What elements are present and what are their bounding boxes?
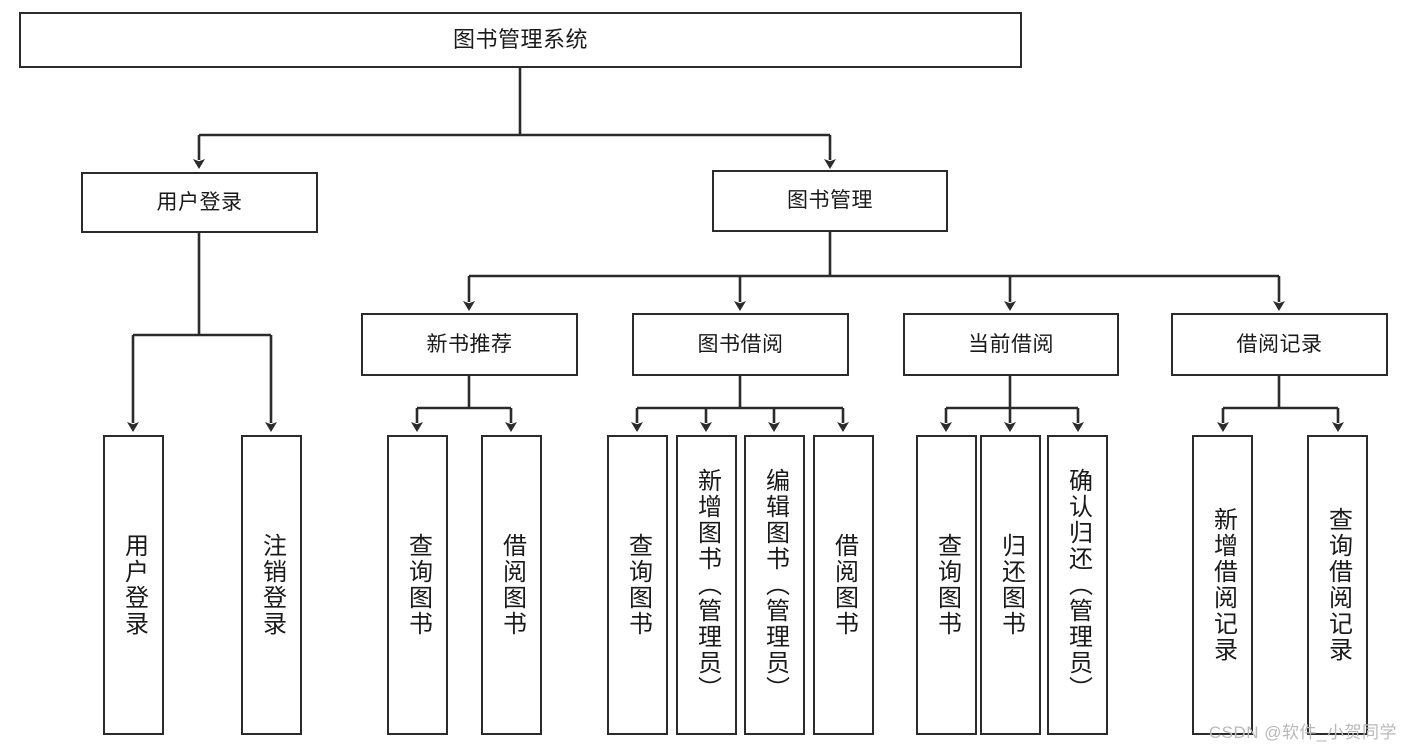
node-user-login[interactable]: 用户登录 bbox=[81, 172, 318, 233]
node-label: 用户登录 bbox=[120, 533, 148, 637]
csdn-watermark: CSDN @软件_小贺同学 bbox=[1208, 723, 1397, 742]
leaf-borrow-book-2[interactable]: 借阅图书 bbox=[813, 435, 874, 735]
node-label: 查询图书 bbox=[933, 533, 961, 637]
leaf-logout-login[interactable]: 注销登录 bbox=[241, 435, 302, 735]
node-current-borrow[interactable]: 当前借阅 bbox=[903, 313, 1119, 376]
node-label: 查询图书 bbox=[404, 533, 432, 637]
node-new-book-recommend[interactable]: 新书推荐 bbox=[361, 313, 578, 376]
node-label: 借阅图书 bbox=[498, 533, 526, 637]
leaf-add-book[interactable]: 新增图书（管理员） bbox=[676, 435, 737, 735]
node-label: 注销登录 bbox=[258, 533, 286, 637]
node-label: 借阅记录 bbox=[1236, 332, 1323, 356]
node-label: 图书借阅 bbox=[697, 332, 784, 356]
node-root[interactable]: 图书管理系统 bbox=[19, 12, 1022, 68]
node-label: 归还图书 bbox=[997, 533, 1025, 637]
node-label: 新增图书（管理员） bbox=[693, 468, 721, 702]
node-label: 图书管理 bbox=[787, 189, 873, 213]
leaf-return-book[interactable]: 归还图书 bbox=[980, 435, 1041, 735]
node-label: 查询图书 bbox=[624, 533, 652, 637]
node-borrow-record[interactable]: 借阅记录 bbox=[1171, 313, 1388, 376]
leaf-add-record[interactable]: 新增借阅记录 bbox=[1192, 435, 1253, 735]
node-label: 图书管理系统 bbox=[452, 26, 588, 52]
leaf-user-login[interactable]: 用户登录 bbox=[103, 435, 164, 735]
node-book-borrow[interactable]: 图书借阅 bbox=[632, 313, 849, 376]
leaf-query-book-1[interactable]: 查询图书 bbox=[387, 435, 448, 735]
node-book-manage[interactable]: 图书管理 bbox=[712, 170, 948, 232]
leaf-borrow-book-1[interactable]: 借阅图书 bbox=[481, 435, 542, 735]
node-label: 确认归还（管理员） bbox=[1064, 468, 1092, 702]
node-label: 当前借阅 bbox=[968, 332, 1054, 356]
node-label: 编辑图书（管理员） bbox=[761, 468, 789, 702]
node-label: 用户登录 bbox=[156, 190, 243, 214]
leaf-edit-book[interactable]: 编辑图书（管理员） bbox=[744, 435, 805, 735]
node-label: 借阅图书 bbox=[830, 533, 858, 637]
leaf-query-record[interactable]: 查询借阅记录 bbox=[1307, 435, 1368, 735]
node-label: 新书推荐 bbox=[426, 332, 513, 356]
leaf-query-book-3[interactable]: 查询图书 bbox=[916, 435, 977, 735]
node-label: 查询借阅记录 bbox=[1324, 507, 1352, 663]
node-label: 新增借阅记录 bbox=[1209, 507, 1237, 663]
leaf-query-book-2[interactable]: 查询图书 bbox=[607, 435, 668, 735]
leaf-confirm-return[interactable]: 确认归还（管理员） bbox=[1047, 435, 1108, 735]
